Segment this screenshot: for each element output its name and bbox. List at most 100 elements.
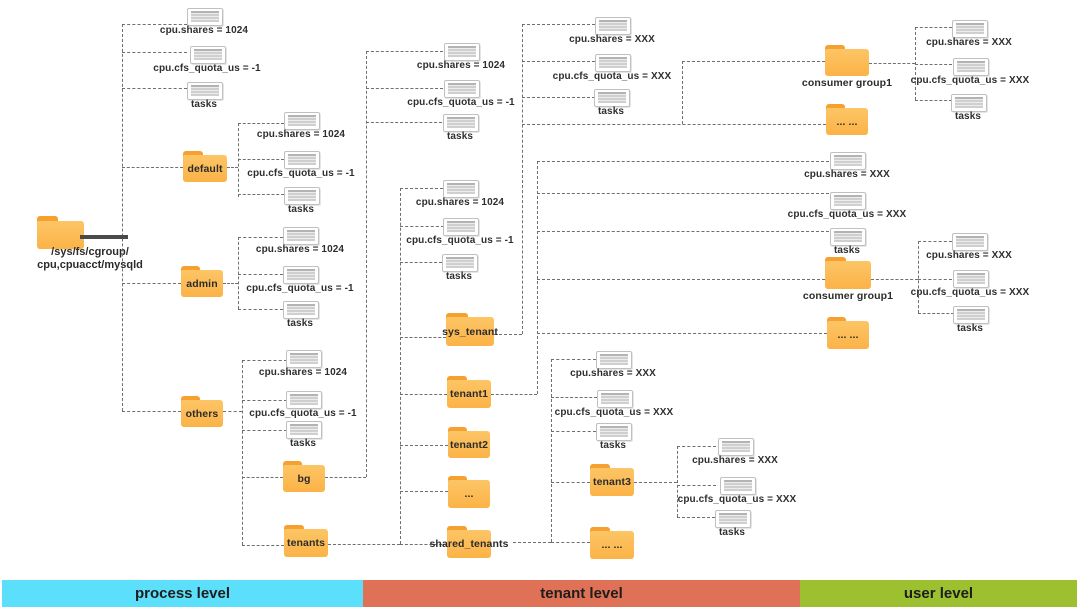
file-tasks: tasks — [442, 254, 478, 282]
connector-line — [918, 279, 952, 280]
folder-tenant1: tenant1 — [447, 376, 491, 408]
connector-line — [400, 491, 448, 492]
file-lines-decoration — [288, 154, 316, 165]
connector-line — [551, 431, 596, 432]
file-cpu-shares-1024: cpu.shares = 1024 — [416, 180, 504, 208]
file-icon — [952, 233, 988, 251]
folder-body — [447, 380, 491, 408]
file-cpu-shares-xxx: cpu.shares = XXX — [569, 17, 655, 45]
folder-body — [181, 270, 223, 297]
folder-label: consumer group1 — [801, 77, 893, 89]
file-lines-decoration — [447, 183, 475, 194]
file-tasks: tasks — [594, 89, 630, 117]
file-label: cpu.cfs_quota_us = -1 — [153, 63, 261, 74]
file-lines-decoration — [598, 92, 626, 103]
file-icon — [443, 180, 479, 198]
connector-line — [122, 283, 181, 284]
band-process-level: process level — [2, 580, 363, 607]
file-icon — [596, 423, 632, 441]
file-cpu-shares-1024: cpu.shares = 1024 — [160, 8, 248, 36]
file-icon — [444, 80, 480, 98]
connector-line — [223, 411, 242, 412]
folder-etc: ... ... — [827, 317, 869, 349]
file-label: cpu.cfs_quota_us = XXX — [910, 287, 1030, 298]
connector-line — [238, 123, 284, 124]
folder-consumer-group1: consumer group1 — [803, 257, 893, 302]
file-label: cpu.cfs_quota_us = XXX — [787, 209, 907, 220]
file-icon — [953, 306, 989, 324]
folder-sys-tenant: sys_tenant — [442, 313, 498, 346]
connector-line — [242, 360, 243, 545]
file-lines-decoration — [287, 304, 315, 315]
file-lines-decoration — [194, 49, 222, 60]
file-cpu-shares-xxx: cpu.shares = XXX — [926, 233, 1012, 261]
connector-line — [513, 542, 551, 543]
connector-line — [238, 309, 283, 310]
connector-line — [400, 337, 446, 338]
file-icon — [286, 391, 322, 409]
file-lines-decoration — [834, 231, 862, 242]
file-label: cpu.cfs_quota_us = XXX — [910, 75, 1030, 86]
folder-label: default — [187, 163, 223, 175]
file-cpu-shares-xxx: cpu.shares = XXX — [926, 20, 1012, 48]
file-cpu-shares-1024: cpu.shares = 1024 — [256, 227, 344, 255]
folder-label: sys_tenant — [442, 326, 498, 338]
connector-line — [122, 24, 123, 411]
folder-label: shared_tenants — [429, 538, 509, 550]
file-tasks: tasks — [596, 423, 632, 451]
connector-line — [551, 482, 590, 483]
connector-line — [677, 517, 715, 518]
connector-line — [522, 24, 595, 25]
connector-line — [915, 27, 952, 28]
connector-line — [522, 24, 523, 334]
folder-label: bg — [297, 473, 311, 485]
file-label: tasks — [597, 106, 625, 117]
root-path-line2: cpu,cpuacct/mysqld — [37, 259, 143, 271]
file-cpu-shares-1024: cpu.shares = 1024 — [417, 43, 505, 71]
band-user-level: user level — [800, 580, 1077, 607]
file-label: cpu.cfs_quota_us = XXX — [554, 407, 674, 418]
file-icon — [594, 89, 630, 107]
file-cpu-shares-1024: cpu.shares = 1024 — [257, 112, 345, 140]
folder-body — [827, 321, 869, 349]
connector-line — [238, 194, 284, 195]
connector-line — [915, 64, 952, 65]
file-label: tasks — [718, 527, 746, 538]
file-label: tasks — [286, 318, 314, 329]
connector-line — [366, 51, 367, 477]
connector-line — [682, 61, 825, 62]
file-icon — [715, 510, 751, 528]
file-cpu-cfs-quota-us-xxx: cpu.cfs_quota_us = XXX — [553, 54, 671, 82]
file-icon — [595, 17, 631, 35]
file-icon — [830, 228, 866, 246]
file-icon — [720, 477, 756, 495]
file-cpu-cfs-quota-us-1: cpu.cfs_quota_us = -1 — [153, 46, 261, 74]
connector-line — [537, 333, 827, 334]
file-icon — [283, 301, 319, 319]
folder-label: ... ... — [836, 116, 858, 128]
connector-line — [551, 359, 552, 542]
folder-label: tenant2 — [449, 439, 489, 451]
connector-line — [122, 167, 183, 168]
file-cpu-cfs-quota-us-xxx: cpu.cfs_quota_us = XXX — [788, 192, 906, 220]
file-cpu-cfs-quota-us-1: cpu.cfs_quota_us = -1 — [246, 266, 354, 294]
file-label: tasks — [954, 111, 982, 122]
connector-line — [522, 124, 826, 125]
file-icon — [596, 351, 632, 369]
folder-etc: ... ... — [590, 527, 634, 559]
folder-body — [590, 468, 634, 496]
file-cpu-cfs-quota-us-xxx: cpu.cfs_quota_us = XXX — [911, 58, 1029, 86]
file-icon — [951, 94, 987, 112]
folder-tenant3: tenant3 — [590, 464, 634, 496]
file-lines-decoration — [600, 426, 628, 437]
file-label: cpu.cfs_quota_us = XXX — [552, 71, 672, 82]
folder-body — [447, 530, 491, 558]
folder-label: ... ... — [837, 329, 859, 341]
file-label: cpu.shares = 1024 — [159, 25, 249, 36]
file-icon — [442, 254, 478, 272]
connector-line — [80, 235, 128, 239]
file-label: cpu.shares = XXX — [926, 37, 1012, 48]
file-icon — [284, 187, 320, 205]
connector-line — [494, 334, 522, 335]
